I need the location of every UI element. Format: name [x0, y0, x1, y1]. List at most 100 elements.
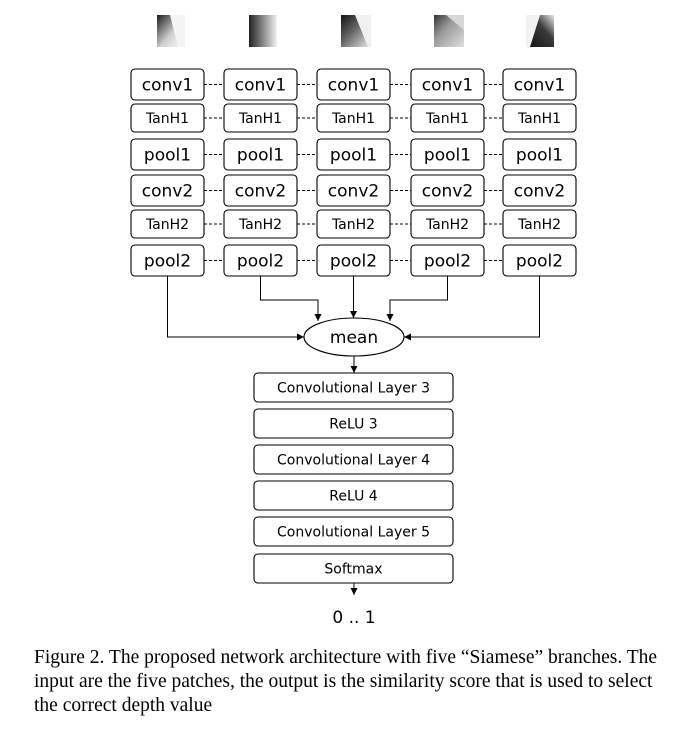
layer-label: conv2 [328, 182, 379, 202]
branch-4-tanh2-box: TanH2 [410, 209, 485, 239]
layer-box [502, 174, 577, 207]
branch-4-conv2-box: conv2 [410, 174, 485, 207]
layer-box [253, 444, 454, 475]
layer-label: pool2 [424, 252, 471, 272]
layer-box [502, 138, 577, 171]
branch-1-tanh2-box: TanH2 [130, 209, 205, 239]
branch-5-conv2-box: conv2 [502, 174, 577, 207]
layer-box [253, 516, 454, 547]
input-patch-5 [526, 15, 554, 47]
layer-label: TanH2 [238, 217, 282, 233]
layer-box [253, 480, 454, 511]
head-layer-2-box: ReLU 3 [253, 408, 454, 439]
layer-label: conv2 [142, 182, 193, 202]
branch-3-tanh2-box: TanH2 [316, 209, 391, 239]
branch-2-tanh2-box: TanH2 [223, 209, 298, 239]
branch-5-tanh2-box: TanH2 [502, 209, 577, 239]
input-patches [157, 15, 554, 47]
branch-5-conv1-box: conv1 [502, 68, 577, 101]
layer-label: Convolutional Layer 5 [277, 525, 430, 541]
branch-1-pool1-box: pool1 [130, 138, 205, 171]
layer-label: TanH1 [425, 111, 469, 127]
branch-4-pool1-box: pool1 [410, 138, 485, 171]
layer-label: pool1 [424, 146, 471, 166]
mean-node: mean [303, 317, 405, 357]
layer-label: Softmax [324, 562, 382, 578]
layer-label: pool1 [144, 146, 191, 166]
branch-2-conv2-box: conv2 [223, 174, 298, 207]
layer-label: pool1 [330, 146, 377, 166]
layer-label: pool2 [330, 252, 377, 272]
layer-label: pool2 [237, 252, 284, 272]
branch-4-to-mean-arrow [386, 276, 448, 321]
branch-5-pool2-box: pool2 [502, 244, 577, 277]
input-patch-2 [249, 15, 277, 47]
layer-label: TanH1 [517, 111, 561, 127]
layer-label: conv2 [514, 182, 565, 202]
layer-label: conv1 [514, 76, 565, 96]
layer-label: pool1 [237, 146, 284, 166]
layer-label: conv1 [328, 76, 379, 96]
branch-3-pool1-box: pool1 [316, 138, 391, 171]
branch-2-pool2-box: pool2 [223, 244, 298, 277]
input-patch-3 [341, 15, 371, 47]
layer-label: TanH2 [425, 217, 469, 233]
layer-label: pool2 [516, 252, 563, 272]
branch-2-conv1-box: conv1 [223, 68, 298, 101]
layer-label: TanH2 [145, 217, 189, 233]
layer-label: TanH2 [517, 217, 561, 233]
layer-label: conv1 [235, 76, 286, 96]
layer-label: conv1 [142, 76, 193, 96]
input-patch-1 [157, 15, 185, 47]
branch-1-pool2-box: pool2 [130, 244, 205, 277]
layer-label: TanH1 [331, 111, 375, 127]
branch-1-conv2-box: conv2 [130, 174, 205, 207]
branch-3-tanh1-box: TanH1 [316, 103, 391, 133]
head-layer-1-box: Convolutional Layer 3 [253, 372, 454, 403]
layer-label: TanH1 [238, 111, 282, 127]
branch-5-pool1-box: pool1 [502, 138, 577, 171]
layer-label: TanH1 [145, 111, 189, 127]
layer-box [253, 372, 454, 403]
head-layer-5-box: Convolutional Layer 5 [253, 516, 454, 547]
layer-label: conv1 [422, 76, 473, 96]
branch-4-conv1-box: conv1 [410, 68, 485, 101]
layer-label: ReLU 3 [329, 417, 377, 433]
input-patch-4 [434, 15, 464, 47]
layer-label: ReLU 4 [329, 489, 378, 505]
weight-sharing-links [204, 84, 503, 261]
branch-3-conv2-box: conv2 [316, 174, 391, 207]
branch-2-tanh1-box: TanH1 [223, 103, 298, 133]
layer-label: pool1 [516, 146, 563, 166]
branch-1-conv1-box: conv1 [130, 68, 205, 101]
layer-box [253, 408, 454, 439]
layer-label: Convolutional Layer 4 [277, 453, 430, 469]
branch-1-tanh1-box: TanH1 [130, 103, 205, 133]
layer-label: conv2 [235, 182, 286, 202]
branch-3-conv1-box: conv1 [316, 68, 391, 101]
layer-label: TanH2 [331, 217, 375, 233]
branch-1-to-mean-arrow [167, 276, 304, 341]
output-label: 0 .. 1 [332, 608, 375, 628]
branch-4-pool2-box: pool2 [410, 244, 485, 277]
mean-label: mean [330, 328, 378, 348]
merge-connections: mean [167, 276, 540, 357]
layer-label: conv2 [422, 182, 473, 202]
head-layer-3-box: Convolutional Layer 4 [253, 444, 454, 475]
figure-caption: Figure 2. The proposed network architect… [34, 647, 658, 716]
branch-3-pool2-box: pool2 [316, 244, 391, 277]
layer-box [502, 209, 577, 239]
branch-2-pool1-box: pool1 [223, 138, 298, 171]
layer-label: pool2 [144, 252, 191, 272]
branch-2-to-mean-arrow [260, 276, 322, 321]
branch-5-tanh1-box: TanH1 [502, 103, 577, 133]
head-layers: Convolutional Layer 3 ReLU 3 Convolutional… [253, 356, 454, 628]
layer-box [502, 103, 577, 133]
layer-label: Convolutional Layer 3 [277, 381, 430, 397]
branch-5-to-mean-arrow [404, 276, 540, 341]
head-layer-4-box: ReLU 4 [253, 480, 454, 511]
layer-box [502, 68, 577, 101]
head-layer-6-box: Softmax [253, 553, 454, 584]
